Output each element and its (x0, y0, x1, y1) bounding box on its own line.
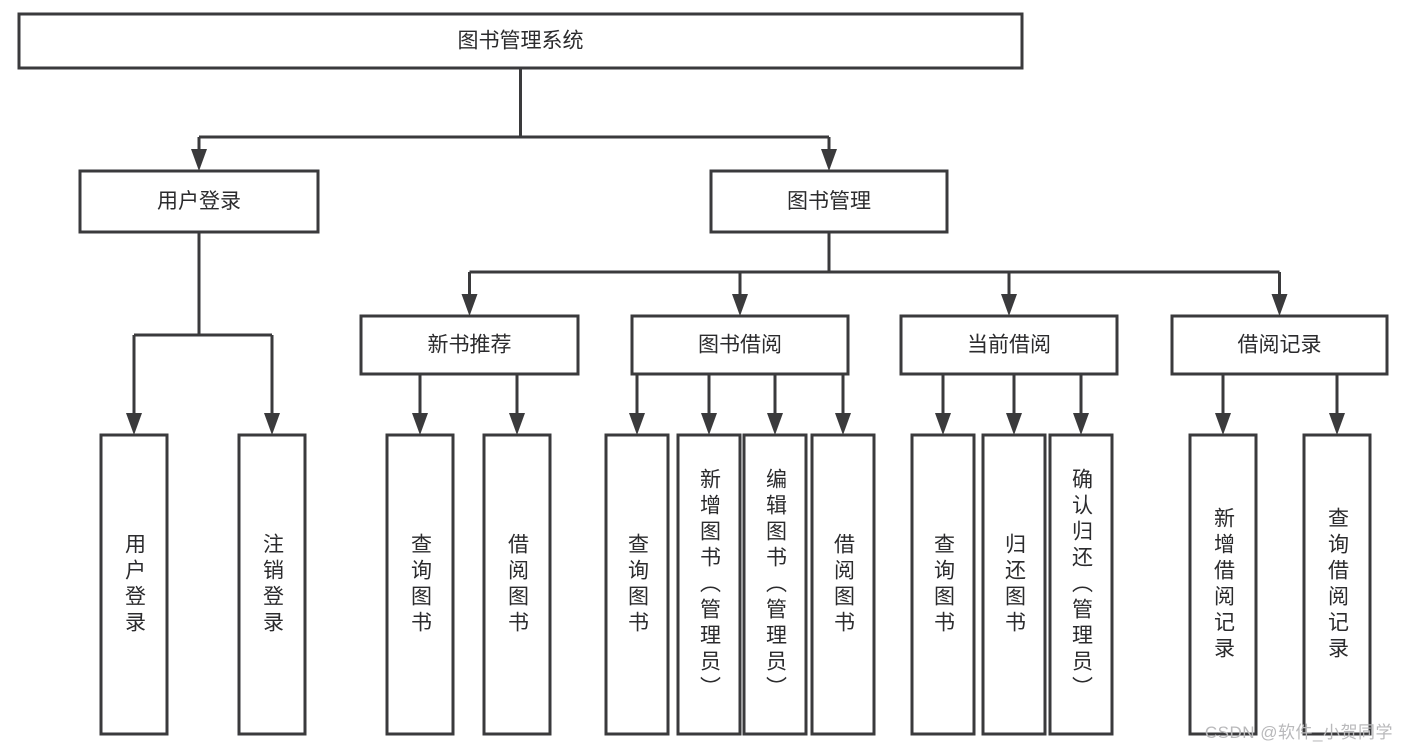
level3-node-3[interactable] (1170, 314, 1389, 376)
arrow-to-level2-0 (191, 149, 207, 171)
leaf-node-6[interactable] (742, 433, 808, 736)
leaf-node-9[interactable] (981, 433, 1047, 736)
arrow-to-leaf-当前借阅-1 (1006, 413, 1022, 435)
arrow-to-level3-2 (1001, 294, 1017, 316)
leaf-node-7[interactable] (810, 433, 876, 736)
leaf-node-3[interactable] (482, 433, 552, 736)
level3-node-label-2: 当前借阅 (967, 334, 1051, 357)
level2-node-label-1: 图书管理 (787, 190, 871, 213)
leaf-node-5[interactable] (676, 433, 742, 736)
arrow-to-leaf-图书借阅-3 (835, 413, 851, 435)
leaf-node-12[interactable] (1302, 433, 1372, 736)
leaf-node-4[interactable] (604, 433, 670, 736)
level3-node-1[interactable] (630, 314, 850, 376)
level2-node-label-0: 用户登录 (157, 190, 241, 213)
leaf-node-11[interactable] (1188, 433, 1258, 736)
root-node-label: 图书管理系统 (458, 30, 584, 53)
leaf-node-2[interactable] (385, 433, 455, 736)
level2-node-1[interactable] (709, 169, 949, 234)
arrow-to-leaf-图书借阅-1 (701, 413, 717, 435)
node-layer (17, 12, 1389, 736)
root-node[interactable] (17, 12, 1024, 70)
arrow-to-leaf-用户登录-0 (126, 413, 142, 435)
arrow-to-leaf-新书推荐-0 (412, 413, 428, 435)
arrow-to-leaf-当前借阅-0 (935, 413, 951, 435)
arrow-to-level2-1 (821, 149, 837, 171)
leaf-node-0[interactable] (99, 433, 169, 736)
leaf-node-10[interactable] (1048, 433, 1114, 736)
arrow-to-leaf-图书借阅-0 (629, 413, 645, 435)
level2-node-0[interactable] (78, 169, 320, 234)
level3-node-label-1: 图书借阅 (698, 334, 782, 357)
arrow-to-level3-0 (461, 294, 478, 316)
connector-layer (126, 68, 1345, 435)
arrow-to-leaf-新书推荐-1 (509, 413, 525, 435)
arrow-to-level3-1 (732, 294, 748, 316)
leaf-node-1[interactable] (237, 433, 307, 736)
arrow-to-leaf-借阅记录-1 (1329, 413, 1345, 435)
arrow-to-leaf-借阅记录-0 (1215, 413, 1231, 435)
level3-node-label-3: 借阅记录 (1238, 334, 1322, 357)
arrow-to-leaf-用户登录-1 (264, 413, 280, 435)
level3-node-0[interactable] (359, 314, 580, 376)
watermark: CSDN @软件_小贺同学 (1204, 723, 1393, 742)
level3-node-2[interactable] (899, 314, 1119, 376)
arrow-to-leaf-图书借阅-2 (767, 413, 783, 435)
level3-node-label-0: 新书推荐 (428, 334, 512, 357)
leaf-node-8[interactable] (910, 433, 976, 736)
arrow-to-level3-3 (1271, 294, 1288, 316)
arrow-to-leaf-当前借阅-2 (1073, 413, 1089, 435)
